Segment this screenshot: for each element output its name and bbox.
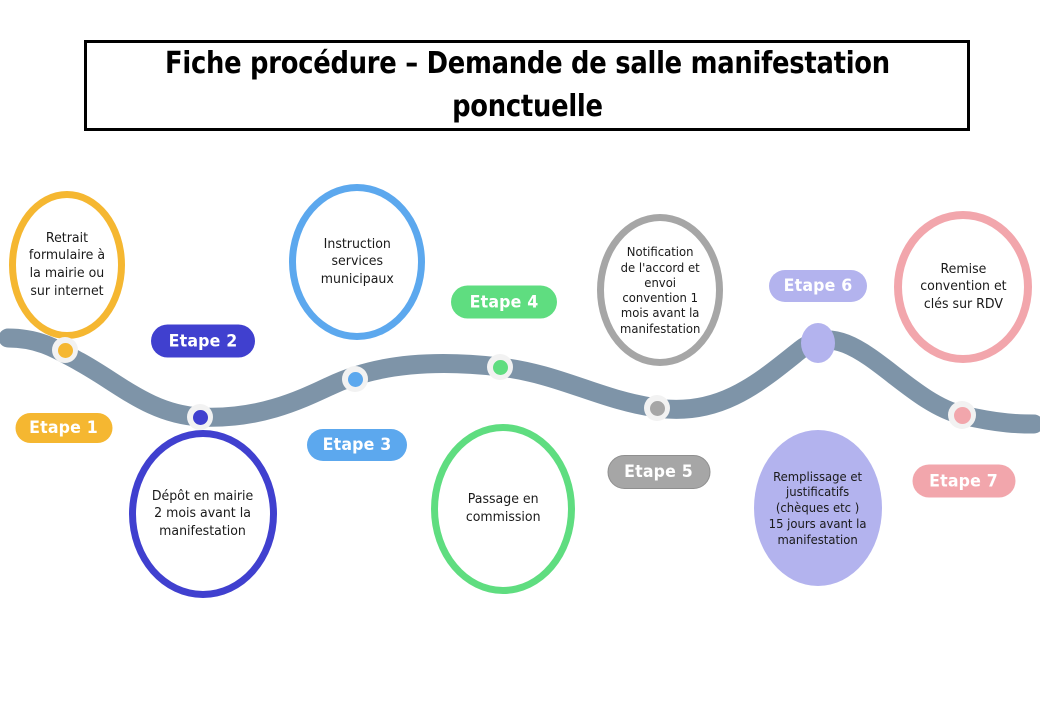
- title-banner: Fiche procédure – Demande de salle manif…: [84, 40, 970, 131]
- bubble-step-6-text: Remplissage et justificatifs (chèques et…: [769, 468, 867, 547]
- node-step-5-core: [649, 400, 665, 416]
- bubble-step-7: Remise convention et clés sur RDV: [894, 211, 1032, 363]
- bubble-step-4: Passage en commission: [431, 424, 575, 594]
- node-step-2[interactable]: [187, 404, 213, 430]
- pill-step-1[interactable]: Etape 1: [15, 413, 113, 443]
- pill-step-2-label: Etape 2: [168, 331, 238, 351]
- bubble-step-5-text: Notification de l'accord et envoi conven…: [619, 244, 701, 336]
- bubble-step-3: Instruction services municipaux: [289, 184, 425, 340]
- pill-step-7[interactable]: Etape 7: [912, 464, 1016, 498]
- bubble-step-1-text: Retrait formulaire à la mairie ou sur in…: [28, 229, 106, 299]
- bubble-step-3-text: Instruction services municipaux: [320, 235, 394, 287]
- pill-step-1-label: Etape 1: [29, 418, 99, 438]
- pill-step-4-label: Etape 4: [469, 292, 539, 312]
- node-step-6[interactable]: [801, 323, 835, 363]
- bubble-step-4-text: Passage en commission: [465, 491, 541, 525]
- bubble-step-5: Notification de l'accord et envoi conven…: [597, 214, 723, 366]
- node-step-4-core: [492, 359, 508, 375]
- node-step-7-core: [953, 406, 971, 424]
- bubble-step-6: Remplissage et justificatifs (chèques et…: [754, 430, 882, 586]
- bubble-step-7-text: Remise convention et clés sur RDV: [919, 260, 1007, 312]
- node-step-1-core: [57, 342, 73, 358]
- pill-step-6-label: Etape 6: [783, 276, 853, 296]
- pill-step-7-label: Etape 7: [929, 471, 999, 491]
- pill-step-3-label: Etape 3: [322, 435, 392, 455]
- pill-step-4[interactable]: Etape 4: [451, 285, 557, 319]
- bubble-step-2: Dépôt en mairie 2 mois avant la manifest…: [129, 430, 277, 598]
- node-step-3-core: [347, 371, 363, 387]
- page-title: Fiche procédure – Demande de salle manif…: [164, 45, 890, 124]
- node-step-1[interactable]: [52, 337, 78, 363]
- node-step-3[interactable]: [342, 366, 368, 392]
- node-step-5[interactable]: [644, 395, 670, 421]
- bubble-step-2-text: Dépôt en mairie 2 mois avant la manifest…: [152, 487, 254, 539]
- node-step-4[interactable]: [487, 354, 513, 380]
- bubble-step-1: Retrait formulaire à la mairie ou sur in…: [9, 191, 125, 339]
- pill-step-2[interactable]: Etape 2: [151, 324, 255, 358]
- pill-step-3[interactable]: Etape 3: [307, 429, 407, 461]
- node-step-2-core: [192, 409, 208, 425]
- pill-step-5[interactable]: Etape 5: [607, 455, 711, 489]
- pill-step-5-label: Etape 5: [624, 462, 694, 482]
- pill-step-6[interactable]: Etape 6: [769, 270, 867, 302]
- wave-path-line: [0, 328, 1040, 434]
- node-step-7[interactable]: [948, 401, 976, 429]
